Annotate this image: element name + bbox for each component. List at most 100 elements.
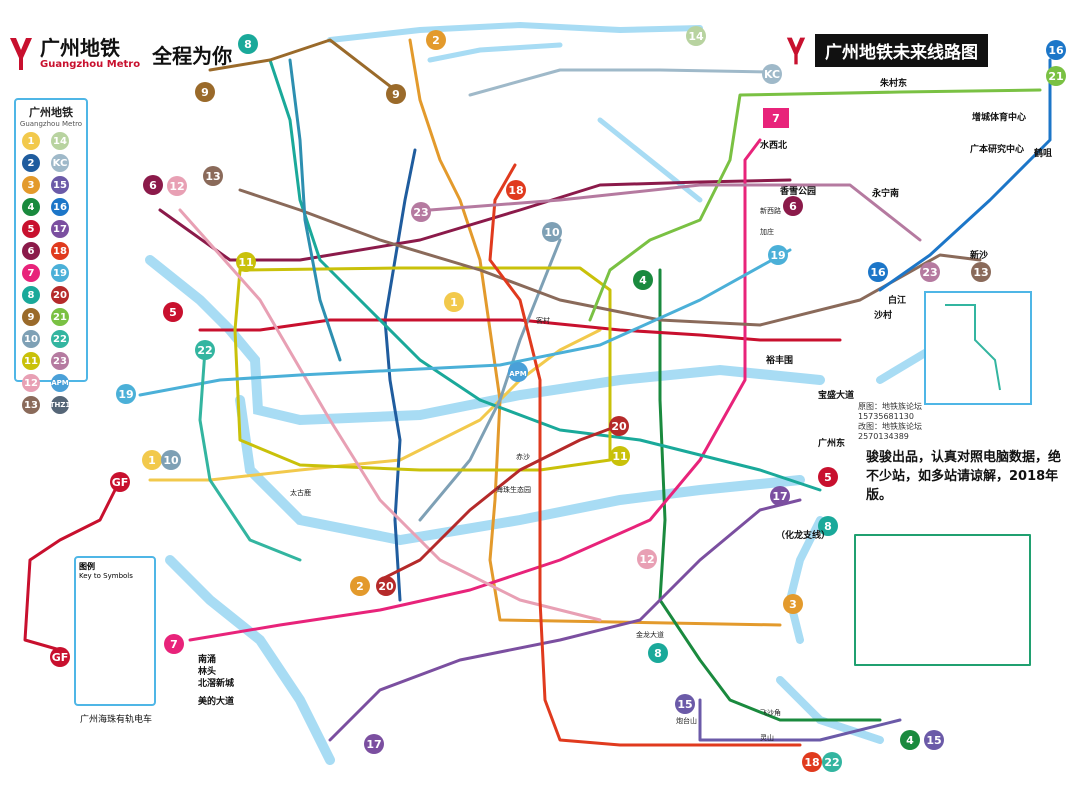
line-badge-label: 7 xyxy=(170,638,178,651)
legend-line-8: 8 xyxy=(22,286,40,304)
tram-label: 广州海珠有轨电车 xyxy=(80,715,153,725)
line-badge-8 xyxy=(818,516,838,536)
line-badge-label: 3 xyxy=(789,598,797,611)
line-2 xyxy=(383,148,417,602)
station-label: 炮台山 xyxy=(676,717,697,725)
station-label: 裕丰围 xyxy=(766,356,794,366)
line-badge-22 xyxy=(195,340,215,360)
station-label: 太古鹿 xyxy=(290,489,311,497)
line-badge-gf xyxy=(110,472,130,492)
line-badge-label: 6 xyxy=(149,179,157,192)
line-gf xyxy=(23,478,122,652)
line-badge-label: 17 xyxy=(772,490,787,503)
line-7 xyxy=(188,138,762,642)
legend-line-21: 21 xyxy=(51,308,69,326)
legend-line-4: 4 xyxy=(22,198,40,216)
line-badge-7 xyxy=(164,634,184,654)
station-label: 增城体育中心 xyxy=(972,113,1027,123)
line-14 xyxy=(288,58,342,362)
station-label: 鹤咀 xyxy=(1034,149,1053,159)
legend-line-15: 15 xyxy=(51,176,69,194)
line-badge-label: 18 xyxy=(804,756,819,769)
key-title: 图例 xyxy=(79,562,95,571)
legend-subtitle: Guangzhou Metro xyxy=(19,120,83,128)
line-badge-label: 19 xyxy=(118,388,133,401)
legend-line-13: 13 xyxy=(22,396,40,414)
line-badge-label: 14 xyxy=(688,30,704,43)
line-badge-label: 21 xyxy=(1048,70,1063,83)
station-label: 金龙大道 xyxy=(636,631,664,639)
gz-metro-logo-icon xyxy=(786,37,806,64)
station-label: 飞沙角 xyxy=(760,709,781,717)
line-badge-13 xyxy=(971,262,991,282)
station-label: 美的大道 xyxy=(198,697,235,707)
line-9 xyxy=(208,38,397,92)
line-badge-label: 5 xyxy=(824,471,832,484)
line-17 xyxy=(328,498,802,742)
line-badge-label: 9 xyxy=(201,86,209,99)
line-badge-label: 8 xyxy=(824,520,832,533)
line-badge-23 xyxy=(920,262,940,282)
line-badge-label: 11 xyxy=(612,450,627,463)
line-badge-19 xyxy=(768,245,788,265)
line-badge-18 xyxy=(506,180,526,200)
line-badge-1 xyxy=(444,292,464,312)
line-5 xyxy=(198,318,842,342)
line-badge-label: 7 xyxy=(772,112,780,125)
line-12 xyxy=(178,208,602,622)
legend-line-7: 7 xyxy=(22,264,40,282)
line-badge-6 xyxy=(143,175,163,195)
gz-metro-logo-icon xyxy=(8,36,34,72)
logo-cn: 广州地铁 xyxy=(40,36,120,60)
line-badge-10 xyxy=(161,450,181,470)
legend-line-11: 11 xyxy=(22,352,40,370)
line-badge-label: 22 xyxy=(197,344,212,357)
line-badge-7 xyxy=(763,108,789,128)
line-badge-1 xyxy=(142,450,162,470)
line-badge-label: 8 xyxy=(244,38,252,51)
line-badge-label: 4 xyxy=(639,274,647,287)
legend-line-12: 12 xyxy=(22,374,40,392)
line-badge-label: 4 xyxy=(906,734,914,747)
line-badge-8 xyxy=(648,643,668,663)
station-label: 白江 xyxy=(888,296,907,306)
line-badge-label: 10 xyxy=(163,454,179,467)
line-16 xyxy=(878,58,1052,292)
legend-line-19: 19 xyxy=(51,264,69,282)
line-badge-4 xyxy=(900,730,920,750)
legend-line-kc: KC xyxy=(51,154,69,172)
line-badge-label: 12 xyxy=(639,553,654,566)
line-badge-label: 17 xyxy=(366,738,381,751)
line-badge-label: GF xyxy=(112,476,129,489)
line-badge-label: 16 xyxy=(1048,44,1064,57)
line-badge-label: 6 xyxy=(789,200,797,213)
inset-map xyxy=(924,291,1032,405)
line-badge-label: 10 xyxy=(544,226,560,239)
line-badge-label: 2 xyxy=(356,580,364,593)
line-23 xyxy=(428,183,922,242)
legend-line-3: 3 xyxy=(22,176,40,194)
station-label: （化龙支线） xyxy=(776,531,831,541)
line-22 xyxy=(198,348,302,562)
legend-line-5: 5 xyxy=(22,220,40,238)
line-badge-17 xyxy=(364,734,384,754)
line-badge-3 xyxy=(783,594,803,614)
line-badge-14 xyxy=(686,26,706,46)
line-badge-label: 11 xyxy=(238,256,253,269)
legend-line-apm: APM xyxy=(51,374,69,392)
line-badge-4 xyxy=(633,270,653,290)
line-badge-label: 15 xyxy=(926,734,941,747)
legend-line-9: 9 xyxy=(22,308,40,326)
line-19 xyxy=(138,248,792,397)
line-4 xyxy=(658,268,882,722)
line-badge-label: 23 xyxy=(413,206,428,219)
legend-line-6: 6 xyxy=(22,242,40,260)
station-label: 新沙 xyxy=(970,251,989,261)
legend-line-10: 10 xyxy=(22,330,40,348)
line-badge-label: 13 xyxy=(973,266,988,279)
line-badge-2 xyxy=(426,30,446,50)
line-badge-20 xyxy=(609,416,629,436)
